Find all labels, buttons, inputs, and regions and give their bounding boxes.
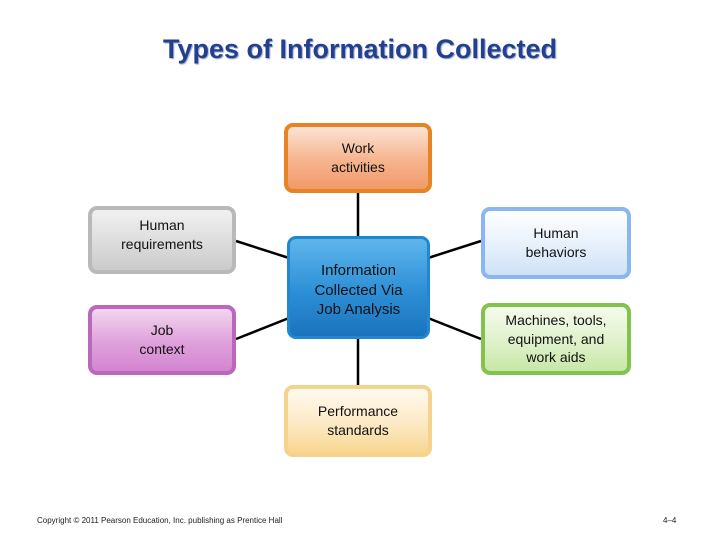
connector-job-context (235, 316, 290, 341)
connector-machines (427, 316, 482, 341)
node-human-requirements: Human requirements (88, 206, 236, 274)
node-performance-standards-label: Performance standards (317, 403, 399, 438)
node-performance-standards: Performance standards (284, 385, 432, 457)
page-number: 4–4 (663, 516, 677, 525)
copyright-footer: Copyright © 2011 Pearson Education, Inc.… (37, 516, 283, 525)
node-job-context-label: Job context (139, 322, 185, 357)
node-center: Information Collected Via Job Analysis (287, 236, 430, 339)
slide-title: Types of Information Collected (162, 34, 558, 64)
node-human-behaviors-label: Human behaviors (525, 225, 587, 260)
node-human-behaviors: Human behaviors (481, 207, 631, 279)
node-center-label: Information Collected Via Job Analysis (314, 262, 403, 318)
node-work-activities-label: Work activities (331, 140, 385, 175)
node-human-requirements-label: Human requirements (121, 217, 203, 252)
node-machines-tools-label: Machines, tools, equipment, and work aid… (505, 311, 607, 366)
connector-human-requirements (235, 239, 290, 260)
connector-human-behaviors (427, 239, 482, 260)
node-work-activities: Work activities (284, 123, 432, 193)
node-machines-tools: Machines, tools, equipment, and work aid… (481, 303, 631, 375)
node-job-context: Job context (88, 305, 236, 375)
